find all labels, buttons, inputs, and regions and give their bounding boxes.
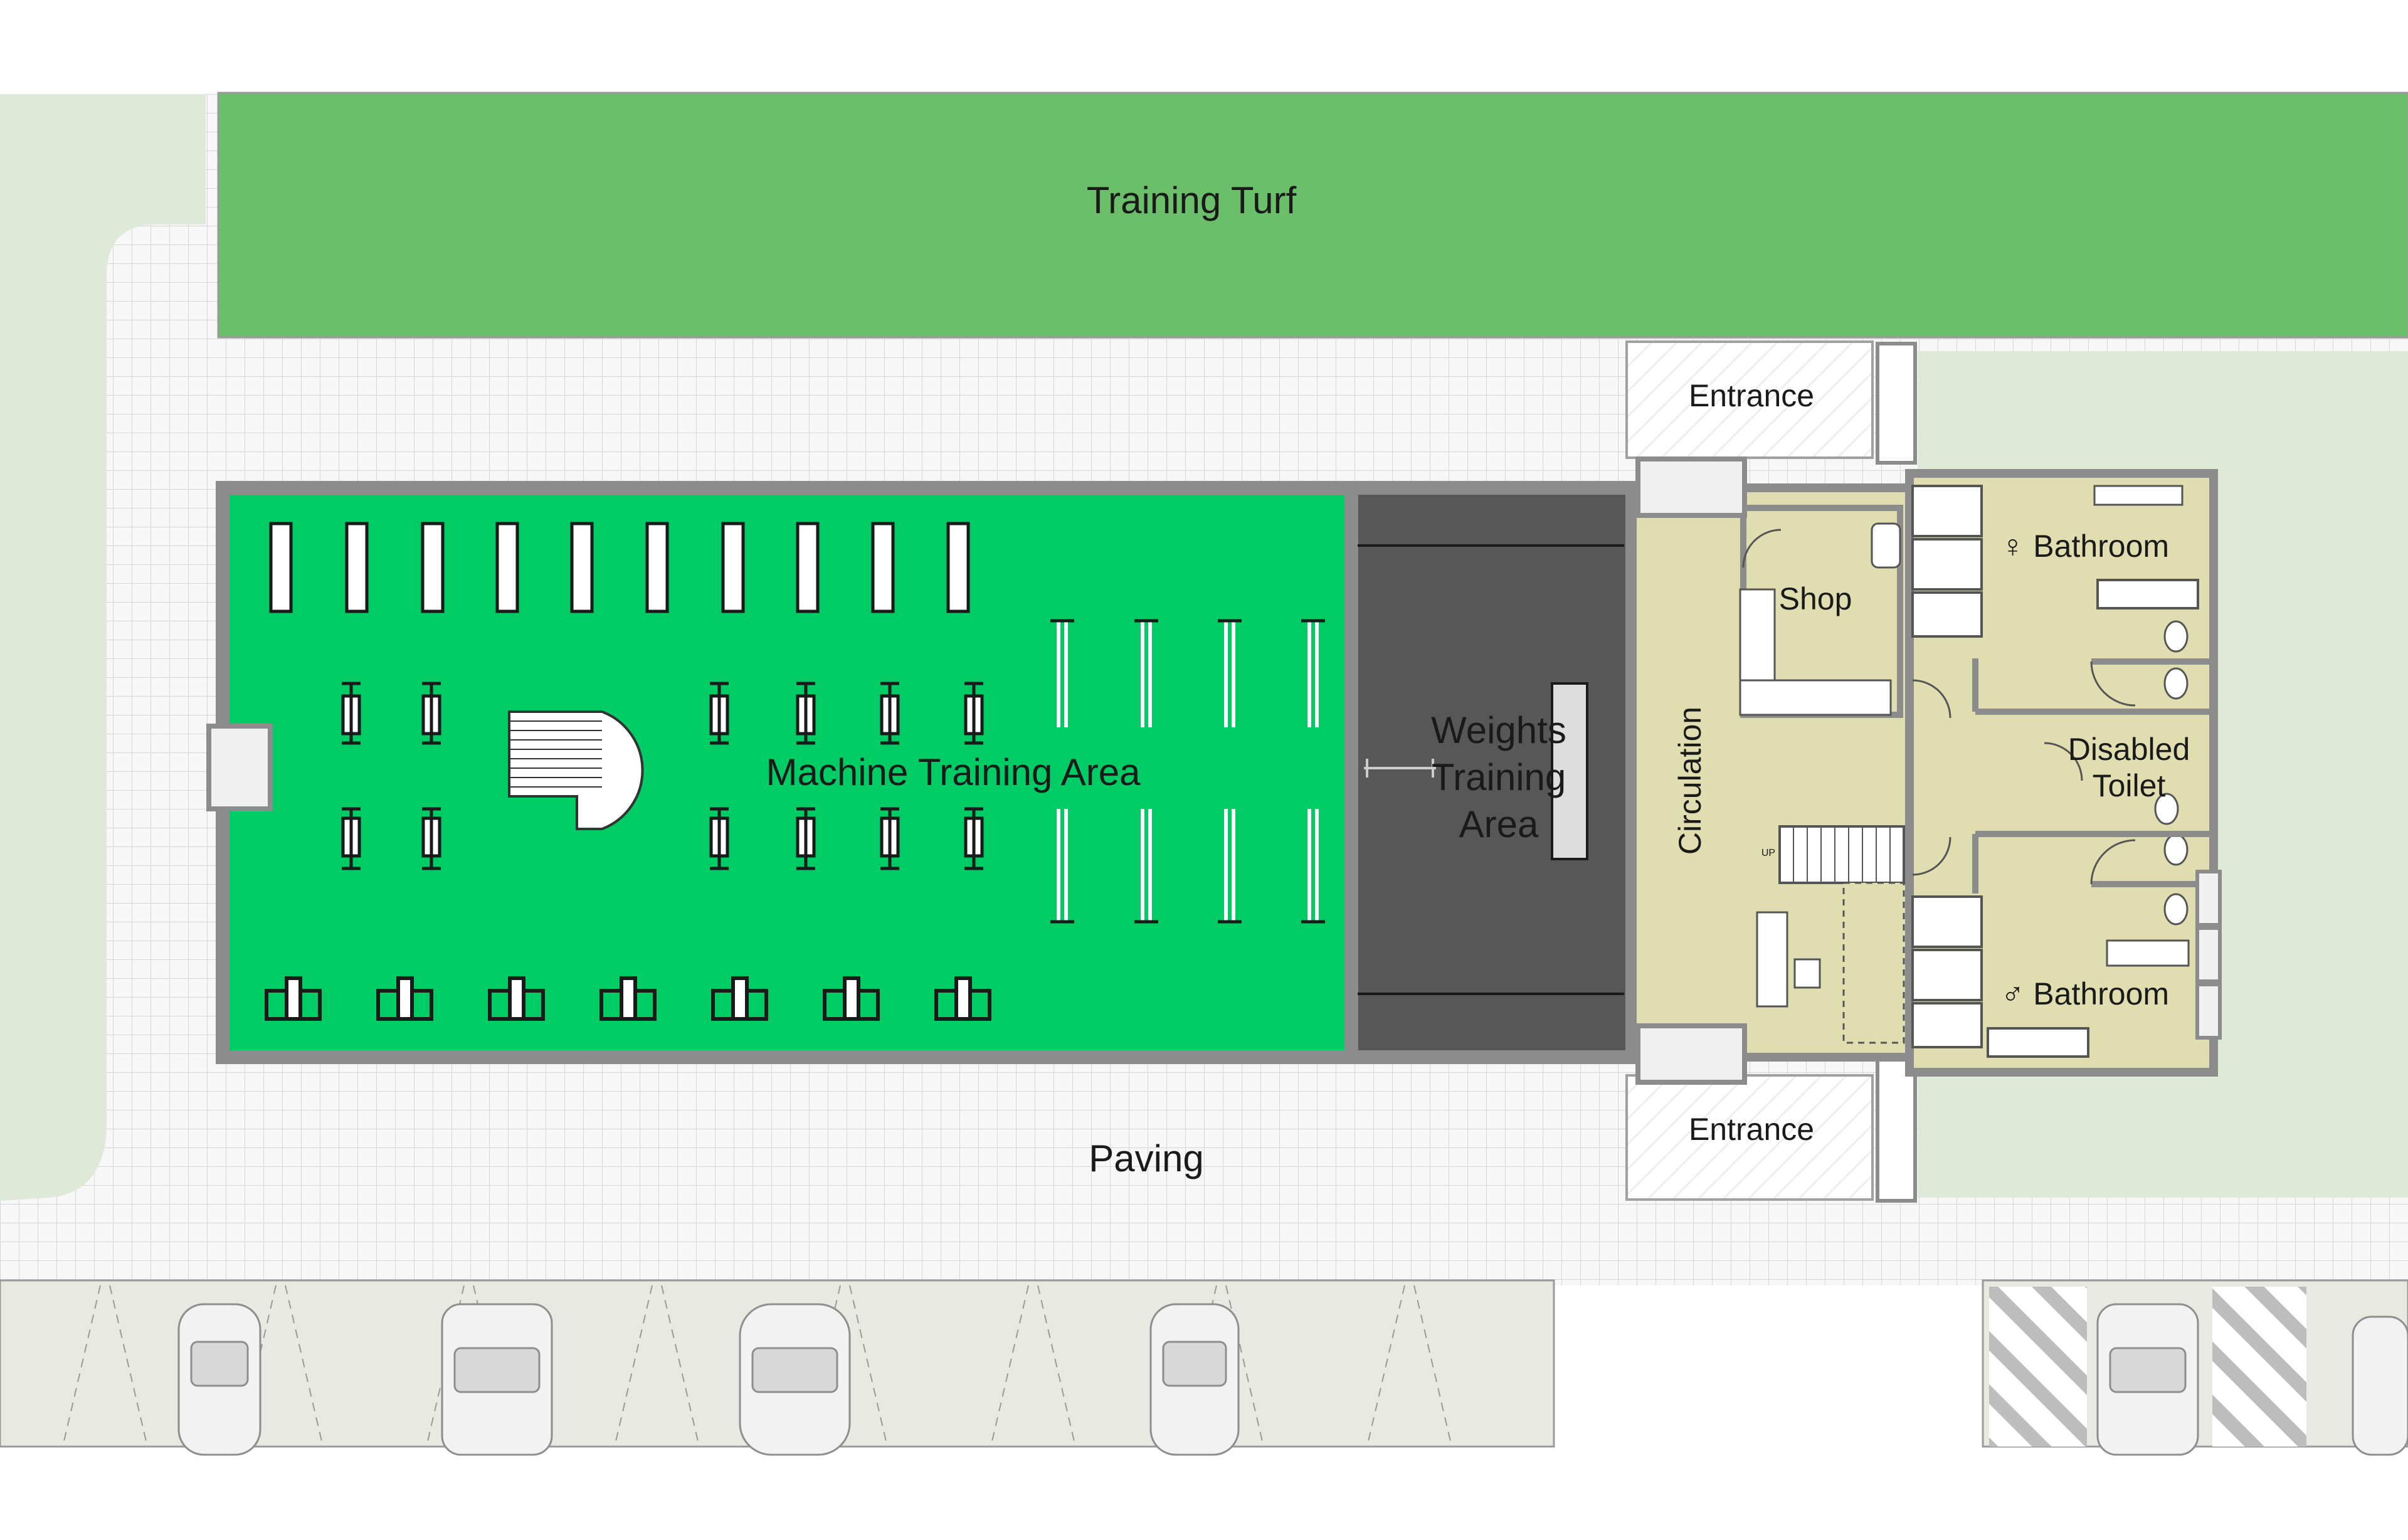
bike-frames — [342, 682, 983, 870]
male-bathroom-label: ♂ Bathroom — [2001, 976, 2169, 1011]
shop-sink — [1871, 522, 1901, 569]
dumbbells — [1364, 759, 1436, 778]
entrance-bottom-floor — [1625, 1074, 1874, 1201]
service-stair-lower — [1842, 882, 1905, 1044]
wc-partitions — [1972, 658, 2210, 894]
stair-up-label: UP — [1761, 848, 1775, 858]
spiral-stair-treads — [509, 720, 602, 788]
west-entry — [206, 724, 273, 811]
disabled-toilet-label-1: Disabled — [2068, 732, 2190, 767]
toilet-stalls — [1911, 485, 2199, 1058]
toilet-bowls — [2093, 485, 2190, 967]
door-frame-top — [1635, 456, 1747, 518]
hatched-bay-2 — [2212, 1287, 2306, 1447]
entrance-top-label: Entrance — [1689, 378, 1814, 413]
reception-chair — [1793, 958, 1821, 989]
entrance-top-floor — [1625, 340, 1874, 459]
side-lawn-left — [0, 94, 206, 1201]
service-stair-treads — [1793, 826, 1891, 883]
training-turf — [217, 92, 2408, 339]
hatched-bay-1 — [1989, 1287, 2087, 1447]
weights-bench — [1551, 682, 1588, 860]
weights-racks — [1358, 544, 1624, 995]
circulation-label: Circulation — [1672, 707, 1708, 855]
entrance-bottom-wall — [1876, 1058, 1917, 1203]
rowing-machines — [265, 976, 991, 1021]
door-frame-bottom — [1635, 1023, 1747, 1085]
training-turf-label: Training Turf — [1087, 179, 1297, 221]
cable-stations — [1057, 621, 1319, 922]
paving-label: Paving — [1089, 1137, 1203, 1179]
treadmills — [269, 522, 970, 613]
weights-area-label-3: Area — [1459, 803, 1539, 845]
weights-area-label-1: Weights — [1431, 709, 1566, 751]
weights-area-label-2: Training — [1432, 756, 1566, 798]
disabled-toilet-label-2: Toilet — [2093, 768, 2166, 803]
shop-counter-bottom — [1739, 679, 1892, 716]
entrance-bottom-label: Entrance — [1689, 1112, 1814, 1147]
entrance-top-wall — [1876, 342, 1917, 465]
shop-label: Shop — [1779, 581, 1852, 616]
service-stair — [1778, 825, 1905, 884]
exterior-wall-stubs — [2195, 870, 2222, 1040]
reception-desk — [1756, 911, 1788, 1008]
cable-station-bars — [1050, 619, 1325, 924]
machine-area-label: Machine Training Area — [766, 751, 1141, 793]
spiral-stair — [508, 710, 644, 830]
parked-cars — [177, 1303, 2408, 1456]
female-bathroom-label: ♀ Bathroom — [2001, 529, 2169, 564]
